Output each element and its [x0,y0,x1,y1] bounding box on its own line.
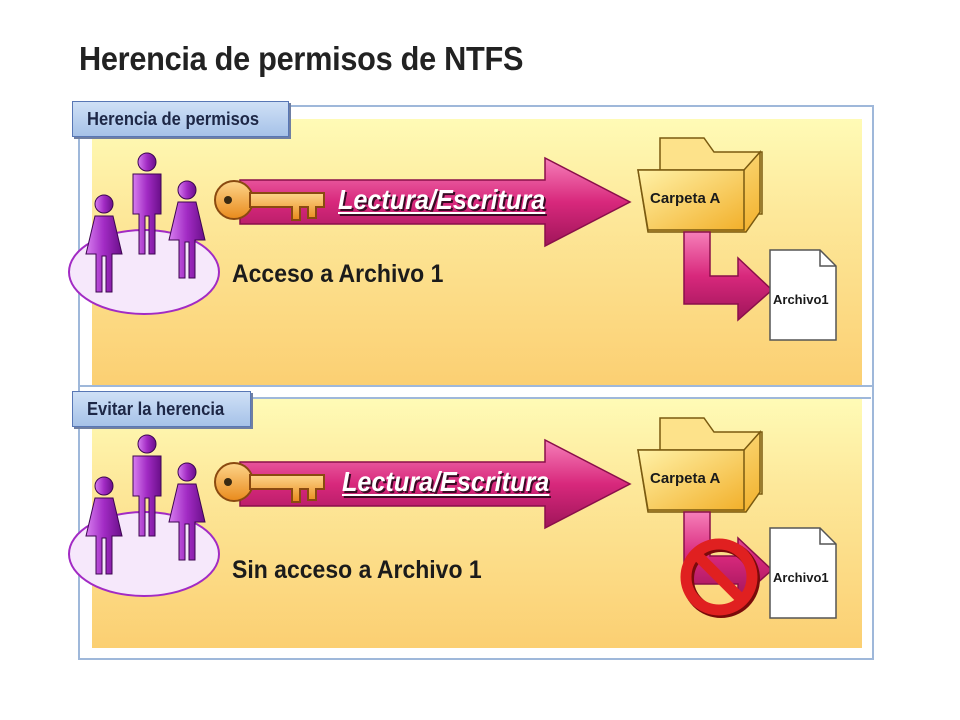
document-icon [769,249,837,341]
people-group-icon [68,434,220,597]
folder-icon [637,137,763,233]
document-icon [769,527,837,619]
permission-label: Lectura/Escritura [338,184,546,215]
key-icon [214,180,325,221]
access-result: Sin acceso a Archivo 1 [232,556,482,584]
tag-inheritance: Herencia de permisos [72,101,290,137]
no-entry-icon [680,538,760,618]
folder-icon [637,417,763,513]
permission-arrow [239,156,632,248]
inheritance-arrow [683,231,774,322]
permission-arrow [239,438,632,530]
folder-label: Carpeta A [650,470,721,487]
page-title: Herencia de permisos de NTFS [79,40,524,77]
tag-block-inheritance: Evitar la herencia [72,391,252,427]
folder-label: Carpeta A [650,190,721,207]
people-group-icon [68,152,220,315]
access-result: Acceso a Archivo 1 [232,260,444,288]
permission-label: Lectura/Escritura [342,466,550,497]
file-label: Archivo1 [773,570,829,585]
file-label: Archivo1 [773,292,829,307]
key-icon [214,462,325,503]
